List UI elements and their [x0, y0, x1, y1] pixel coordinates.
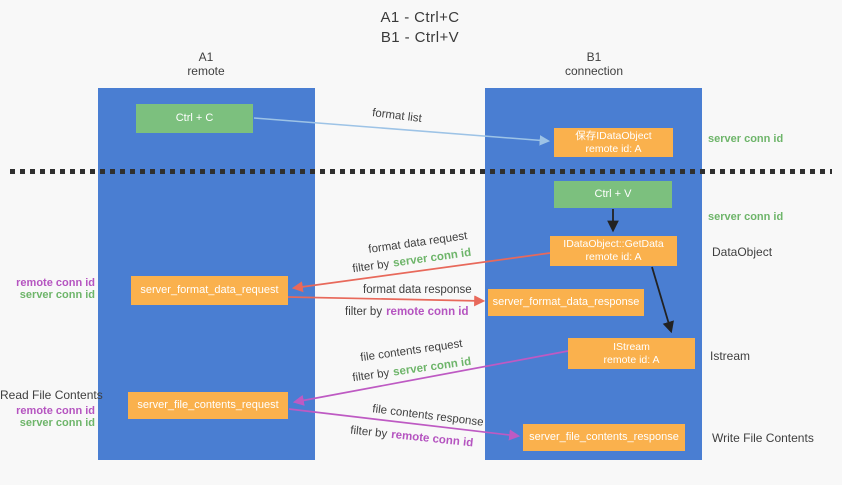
remote-conn-id-text: remote conn id	[390, 428, 474, 450]
istream-box: IStream remote id: A	[568, 338, 695, 369]
idataobject-getdata-box: IDataObject::GetData remote id: A	[550, 236, 677, 266]
filter-by-text: filter by	[351, 367, 391, 385]
title-line-2: B1 - Ctrl+V	[380, 29, 460, 46]
server-conn-id-left-label-1: server conn id	[19, 289, 95, 301]
server-file-contents-response-box: server_file_contents_response	[523, 424, 685, 451]
write-file-contents-label: Write File Contents	[712, 431, 814, 445]
server-format-data-response-label: server_format_data_response	[492, 296, 640, 308]
column-b1-subtitle: connection	[564, 64, 624, 78]
server-file-contents-request-box: server_file_contents_request	[128, 392, 288, 419]
filter-by-text: filter by	[345, 306, 383, 318]
ctrl-c-box: Ctrl + C	[136, 104, 253, 133]
server-format-data-response-box: server_format_data_response	[488, 289, 644, 316]
column-header-a1: A1 remote	[126, 50, 286, 78]
server-conn-id-right-label-2: server conn id	[708, 211, 784, 223]
server-file-contents-request-label: server_file_contents_request	[137, 399, 279, 411]
format-data-response-label: format data response	[363, 284, 472, 296]
istream-line1: IStream	[613, 340, 650, 353]
server-conn-id-left-label-2: server conn id	[19, 417, 95, 429]
server-file-contents-response-label: server_file_contents_response	[529, 431, 679, 443]
format-data-response-arrow	[287, 295, 486, 307]
save-idataobject-box: 保存IDataObject remote id: A	[554, 128, 673, 157]
ctrl-v-label: Ctrl + V	[594, 188, 632, 200]
remote-conn-id-text: remote conn id	[386, 306, 469, 318]
getdata-line1: IDataObject::GetData	[563, 238, 664, 250]
remote-conn-id-left-label-1: remote conn id	[16, 277, 95, 289]
istream-side-label: Istream	[710, 349, 751, 363]
istream-line2: remote id: A	[603, 353, 660, 366]
title-line-1: A1 - Ctrl+C	[380, 9, 460, 26]
server-format-data-request-label: server_format_data_request	[140, 284, 279, 296]
dataobject-label: DataObject	[712, 245, 773, 259]
read-file-contents-label: Read File Contents	[0, 388, 103, 402]
remote-conn-id-left-label-2: remote conn id	[16, 405, 95, 417]
file-contents-response-label: file contents response	[371, 403, 485, 429]
server-format-data-request-box: server_format_data_request	[131, 276, 288, 305]
filter-by-text: filter by	[349, 424, 388, 441]
filter-by-text: filter by	[351, 258, 391, 276]
conn-id-left-block-1: remote conn id server conn id	[0, 277, 95, 301]
column-b1-name: B1	[586, 50, 602, 64]
conn-id-left-block-2: remote conn id server conn id	[0, 405, 95, 429]
server-conn-id-text: server conn id	[392, 355, 472, 379]
getdata-line2: remote id: A	[585, 251, 642, 263]
column-a1-name: A1	[198, 50, 214, 64]
column-a1-subtitle: remote	[187, 64, 225, 78]
ctrl-c-label: Ctrl + C	[175, 112, 214, 124]
format-list-label: format list	[371, 107, 423, 125]
column-header-b1: B1 connection	[514, 50, 674, 78]
diagram-title: A1 - Ctrl+C B1 - Ctrl+V	[310, 8, 530, 48]
dotted-separator-line	[10, 169, 832, 174]
save-idataobject-line1: 保存IDataObject	[575, 129, 652, 142]
ctrl-v-box: Ctrl + V	[554, 181, 672, 208]
save-idataobject-line2: remote id: A	[585, 142, 642, 155]
server-conn-id-right-label-1: server conn id	[708, 133, 784, 145]
